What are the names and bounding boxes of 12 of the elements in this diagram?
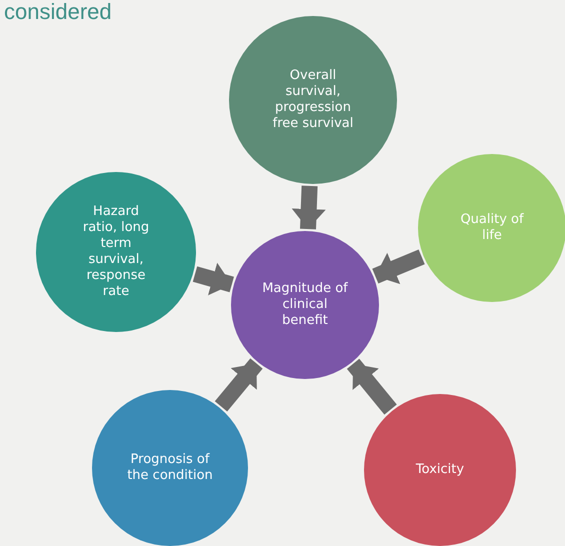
circle-label: Prognosis of the condition <box>127 452 213 484</box>
circle-label: Quality of life <box>459 212 525 244</box>
block-arrow <box>292 186 326 230</box>
block-arrow <box>214 358 263 412</box>
block-arrow <box>372 250 425 284</box>
circle-label: Hazard ratio, long term survival, response rate <box>82 204 150 300</box>
circle-label: Overall survival, progression free survival <box>272 68 354 132</box>
block-arrow <box>192 262 234 296</box>
circle-label: Magnitude of clinical benefit <box>261 281 349 329</box>
circle-label: Toxicity <box>414 462 466 478</box>
block-arrow <box>346 358 397 415</box>
slide-title: considered <box>4 0 112 24</box>
